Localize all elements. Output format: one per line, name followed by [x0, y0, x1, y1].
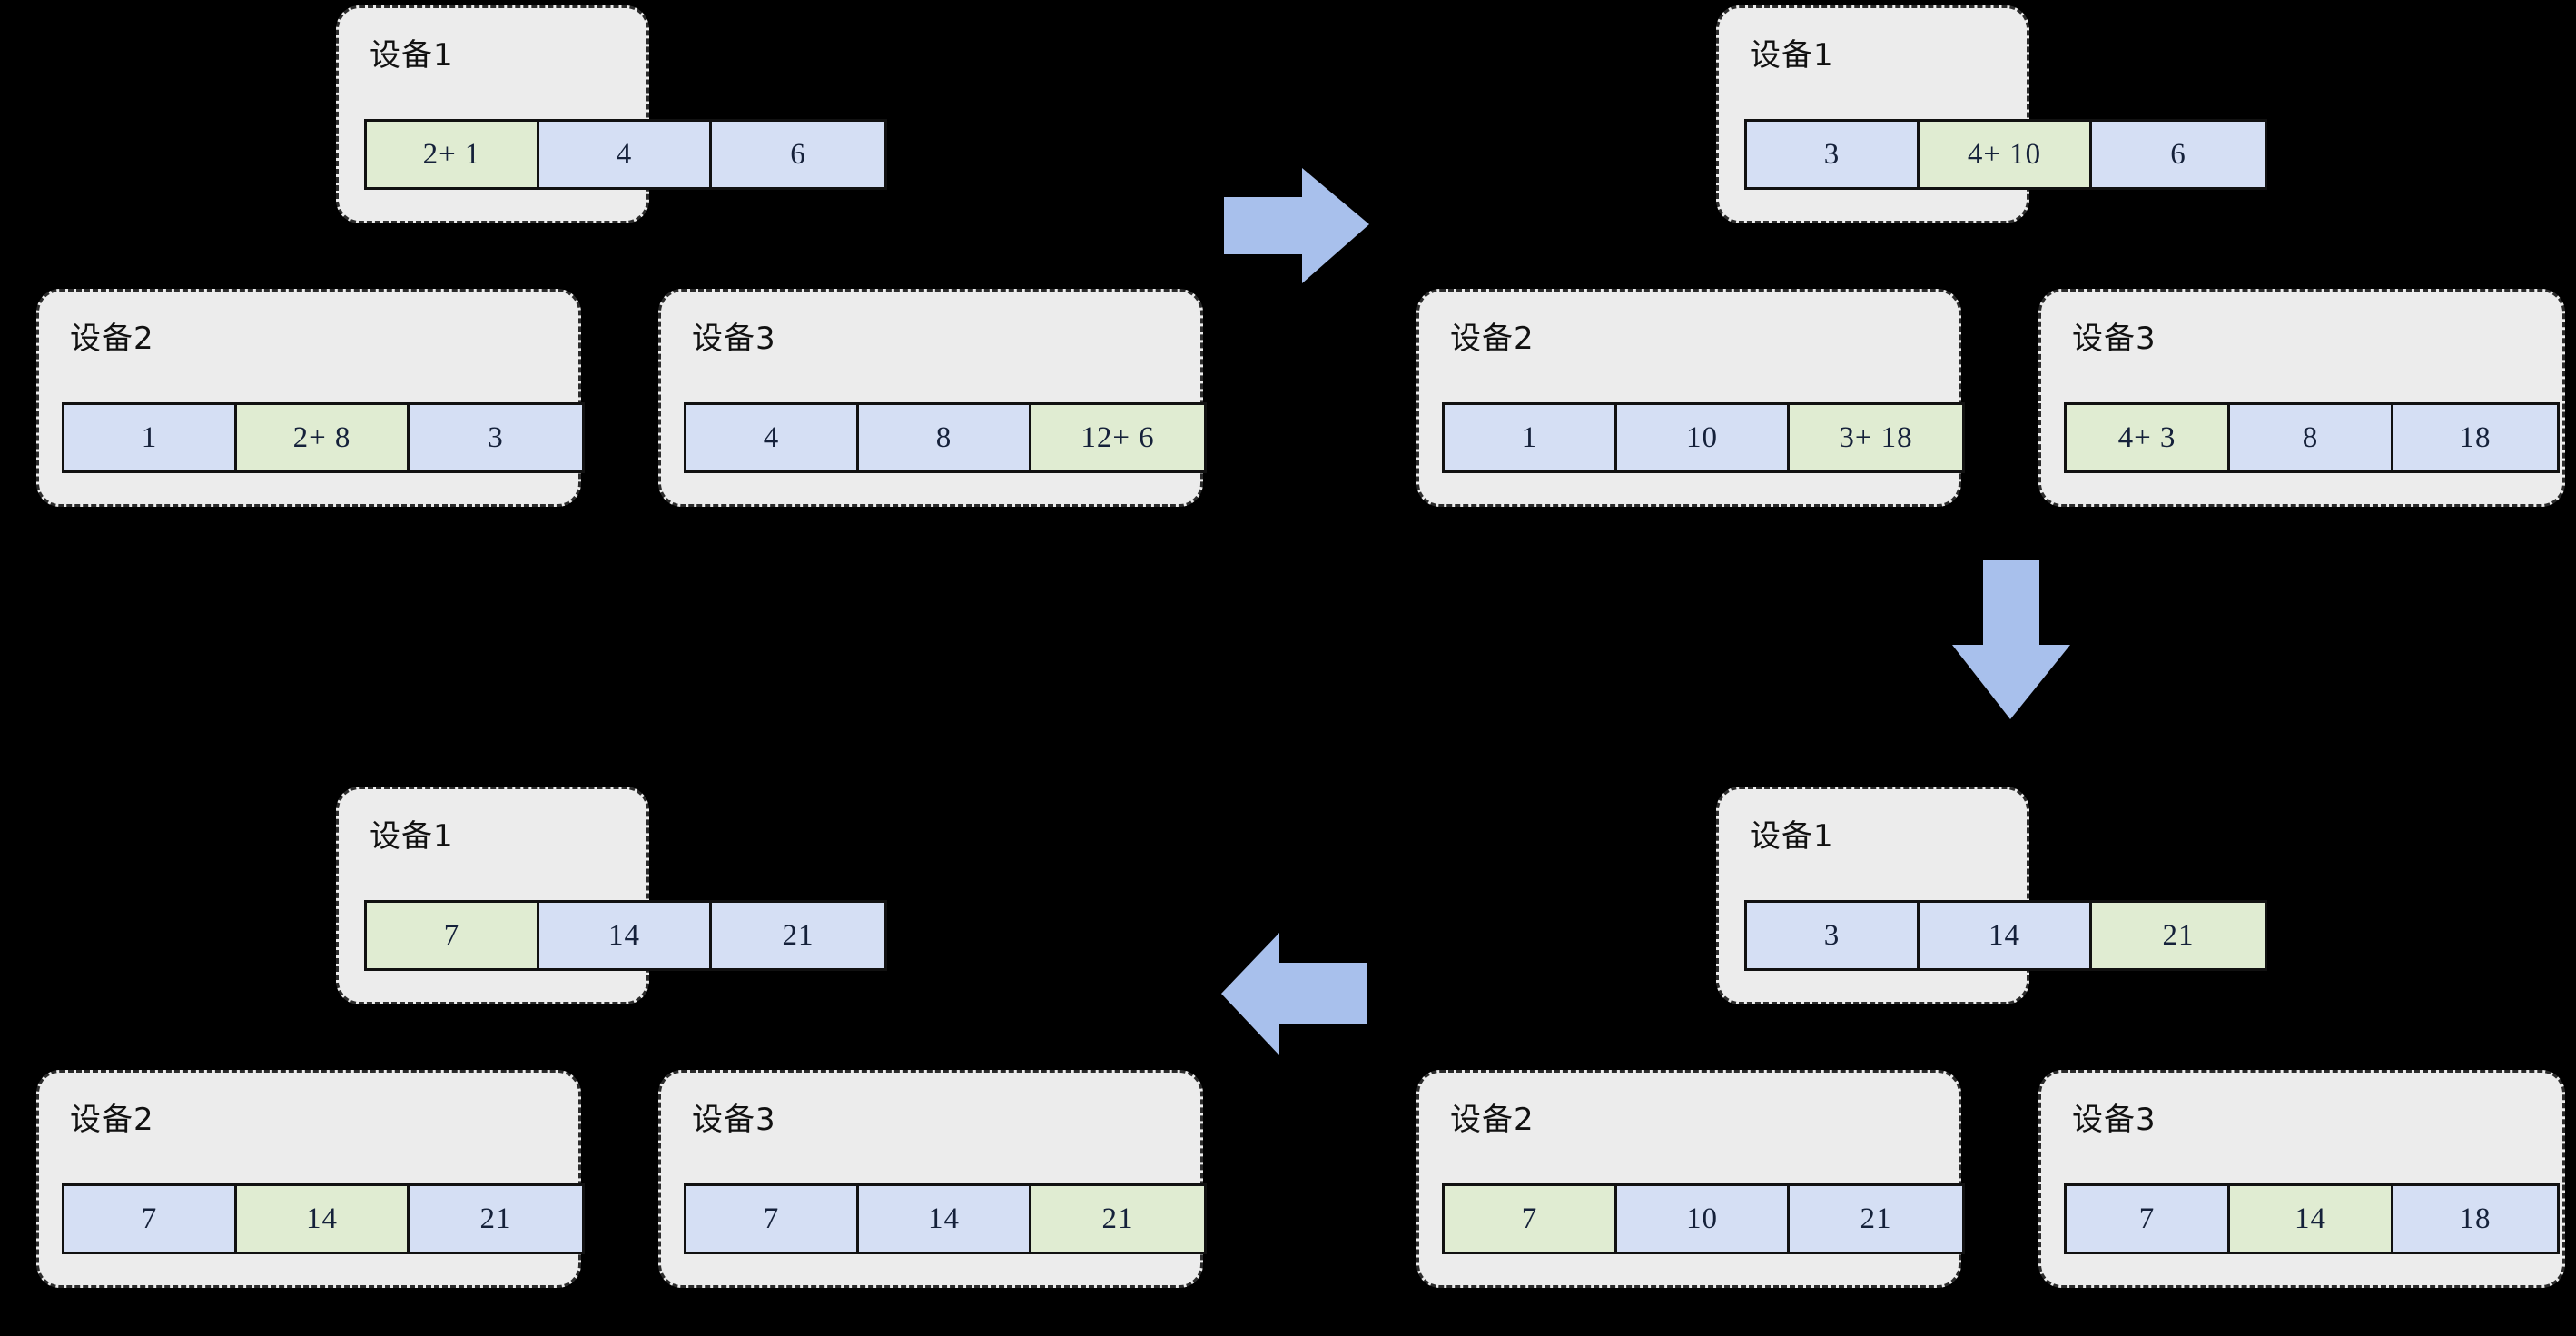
- cell[interactable]: 1: [64, 405, 237, 470]
- cell-row: 4+ 3 8 18: [2064, 402, 2560, 473]
- stage-4-device-3[interactable]: 设备3 7 14 21: [658, 1070, 1207, 1288]
- device-title: 设备1: [1750, 818, 1834, 855]
- cell-row: 1 10 3+ 18: [1442, 402, 1965, 473]
- stage-2-device-2[interactable]: 设备2 1 10 3+ 18: [1416, 289, 1965, 507]
- cell[interactable]: 3+ 18: [1790, 405, 1962, 470]
- stage-3-device-1[interactable]: 设备1 3 14 21: [1716, 787, 2267, 1004]
- device-title: 设备3: [2072, 321, 2157, 357]
- cell[interactable]: 7: [367, 903, 539, 968]
- cell[interactable]: 4: [539, 122, 712, 187]
- cell[interactable]: 3: [1747, 903, 1920, 968]
- cell[interactable]: 14: [859, 1186, 1031, 1252]
- transition-arrow-right-top-icon: [1224, 168, 1369, 286]
- cell-row: 7 14 18: [2064, 1183, 2560, 1254]
- cell[interactable]: 10: [1617, 1186, 1790, 1252]
- cell-row: 7 10 21: [1442, 1183, 1965, 1254]
- cell-row: 3 14 21: [1744, 900, 2267, 971]
- cell[interactable]: 21: [1031, 1186, 1204, 1252]
- stage-1-device-2[interactable]: 设备2 1 2+ 8 3: [36, 289, 585, 507]
- cell-row: 7 14 21: [364, 900, 887, 971]
- device-title: 设备2: [70, 1102, 154, 1138]
- stage-1-device-3[interactable]: 设备3 4 8 12+ 6: [658, 289, 1207, 507]
- device-title: 设备1: [370, 818, 454, 855]
- stage-3-device-2[interactable]: 设备2 7 10 21: [1416, 1070, 1965, 1288]
- cell[interactable]: 6: [2092, 122, 2265, 187]
- cell[interactable]: 10: [1617, 405, 1790, 470]
- cell[interactable]: 14: [539, 903, 712, 968]
- cell[interactable]: 21: [2092, 903, 2265, 968]
- device-title: 设备2: [1450, 321, 1535, 357]
- cell-row: 2+ 1 4 6: [364, 119, 887, 190]
- cell[interactable]: 4+ 10: [1920, 122, 2092, 187]
- cell[interactable]: 3: [1747, 122, 1920, 187]
- cell[interactable]: 21: [410, 1186, 582, 1252]
- device-title: 设备3: [2072, 1102, 2157, 1138]
- stage-4-device-2[interactable]: 设备2 7 14 21: [36, 1070, 585, 1288]
- cell[interactable]: 18: [2393, 1186, 2557, 1252]
- stage-2-device-1[interactable]: 设备1 3 4+ 10 6: [1716, 5, 2267, 223]
- cell[interactable]: 7: [1445, 1186, 1617, 1252]
- cell[interactable]: 4: [686, 405, 859, 470]
- device-title: 设备2: [70, 321, 154, 357]
- device-title: 设备3: [692, 1102, 776, 1138]
- connector-s3-d3-out: [2063, 1292, 2142, 1336]
- transition-arrow-left-bottom-icon: [1221, 933, 1367, 1055]
- cell-row: 1 2+ 8 3: [62, 402, 585, 473]
- device-title: 设备3: [692, 321, 776, 357]
- cell-row: 4 8 12+ 6: [684, 402, 1207, 473]
- stage-1-device-1[interactable]: 设备1 2+ 1 4 6: [336, 5, 887, 223]
- cell[interactable]: 7: [2067, 1186, 2230, 1252]
- cell[interactable]: 8: [2230, 405, 2393, 470]
- device-title: 设备1: [1750, 37, 1834, 74]
- cell[interactable]: 14: [2230, 1186, 2393, 1252]
- device-title: 设备1: [370, 37, 454, 74]
- cell[interactable]: 4+ 3: [2067, 405, 2230, 470]
- cell[interactable]: 2+ 1: [367, 122, 539, 187]
- stage-4-device-1[interactable]: 设备1 7 14 21: [336, 787, 887, 1004]
- cell[interactable]: 21: [1790, 1186, 1962, 1252]
- cell[interactable]: 14: [1920, 903, 2092, 968]
- stage-2-device-3[interactable]: 设备3 4+ 3 8 18: [2038, 289, 2565, 507]
- cell[interactable]: 2+ 8: [237, 405, 410, 470]
- cell[interactable]: 7: [64, 1186, 237, 1252]
- cell[interactable]: 18: [2393, 405, 2557, 470]
- cell[interactable]: 6: [712, 122, 884, 187]
- stage-3-device-3[interactable]: 设备3 7 14 18: [2038, 1070, 2565, 1288]
- transition-arrow-down-right-icon: [1952, 560, 2070, 719]
- cell[interactable]: 21: [712, 903, 884, 968]
- device-title: 设备2: [1450, 1102, 1535, 1138]
- cell[interactable]: 14: [237, 1186, 410, 1252]
- cell-row: 7 14 21: [62, 1183, 585, 1254]
- cell[interactable]: 7: [686, 1186, 859, 1252]
- cell[interactable]: 12+ 6: [1031, 405, 1204, 470]
- cell-row: 3 4+ 10 6: [1744, 119, 2267, 190]
- cell-row: 7 14 21: [684, 1183, 1207, 1254]
- cell[interactable]: 8: [859, 405, 1031, 470]
- cell[interactable]: 3: [410, 405, 582, 470]
- cell[interactable]: 1: [1445, 405, 1617, 470]
